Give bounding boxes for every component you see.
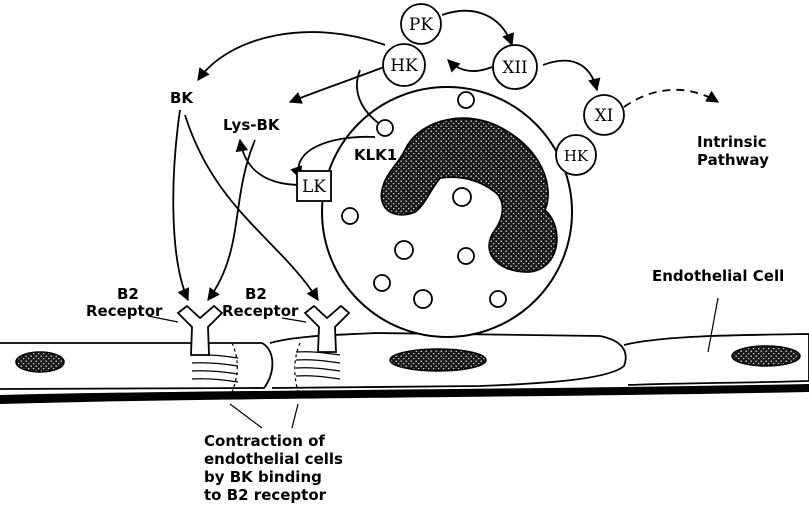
endothelial-cell-left <box>0 342 274 390</box>
endothelium <box>0 304 809 404</box>
b2-receptor-right-line1: B2 <box>245 285 267 303</box>
neutrophil <box>321 86 573 338</box>
factor-nodes: PK HK XII XI HK LK <box>296 3 625 202</box>
bk-label: BK <box>170 89 194 107</box>
contraction-lines-right <box>294 342 341 393</box>
contraction-line3: by BK binding <box>204 468 322 486</box>
hk-top-node-label: HK <box>390 56 418 76</box>
intrinsic-pathway-line2: Pathway <box>697 151 769 169</box>
hk-right-node-label: HK <box>564 147 589 165</box>
xi-node: XI <box>583 94 625 136</box>
pathway-arrows <box>147 9 720 429</box>
contraction-line1: Contraction of <box>204 432 325 450</box>
xi-node-label: XI <box>595 106 614 126</box>
klk1-granule <box>376 119 394 137</box>
endothelial-cell-label: Endothelial Cell <box>652 267 784 285</box>
lk-node-label: LK <box>302 177 326 197</box>
nucleus-middle <box>389 348 487 372</box>
klk1-label: KLK1 <box>354 146 397 164</box>
pk-node: PK <box>400 3 442 45</box>
lys-bk-label: Lys-BK <box>223 116 281 134</box>
lk-node: LK <box>296 170 332 202</box>
b2-receptor-right-line2: Receptor <box>222 302 299 320</box>
intrinsic-pathway-line1: Intrinsic <box>697 133 767 151</box>
multilobed-nucleus <box>380 117 558 273</box>
contraction-line2: endothelial cells <box>204 450 343 468</box>
hk-top-node: HK <box>382 43 426 87</box>
xii-node: XII <box>492 44 538 90</box>
b2-receptor-left <box>176 304 224 356</box>
b2-receptor-left-line2: Receptor <box>86 302 163 320</box>
pk-node-label: PK <box>409 15 433 35</box>
nucleus-left <box>15 351 65 373</box>
contraction-line4: to B2 receptor <box>204 486 327 504</box>
nucleus-right <box>731 345 801 367</box>
xii-node-label: XII <box>502 58 528 78</box>
basement-membrane <box>0 384 809 404</box>
b2-receptor-right <box>303 304 351 353</box>
b2-receptor-left-line1: B2 <box>117 285 139 303</box>
granules <box>341 91 507 309</box>
text-labels: BK Lys-BK KLK1 B2 Receptor B2 Receptor E… <box>86 89 784 504</box>
hk-right-node: HK <box>555 134 597 176</box>
endothelial-cell-right <box>623 333 809 386</box>
